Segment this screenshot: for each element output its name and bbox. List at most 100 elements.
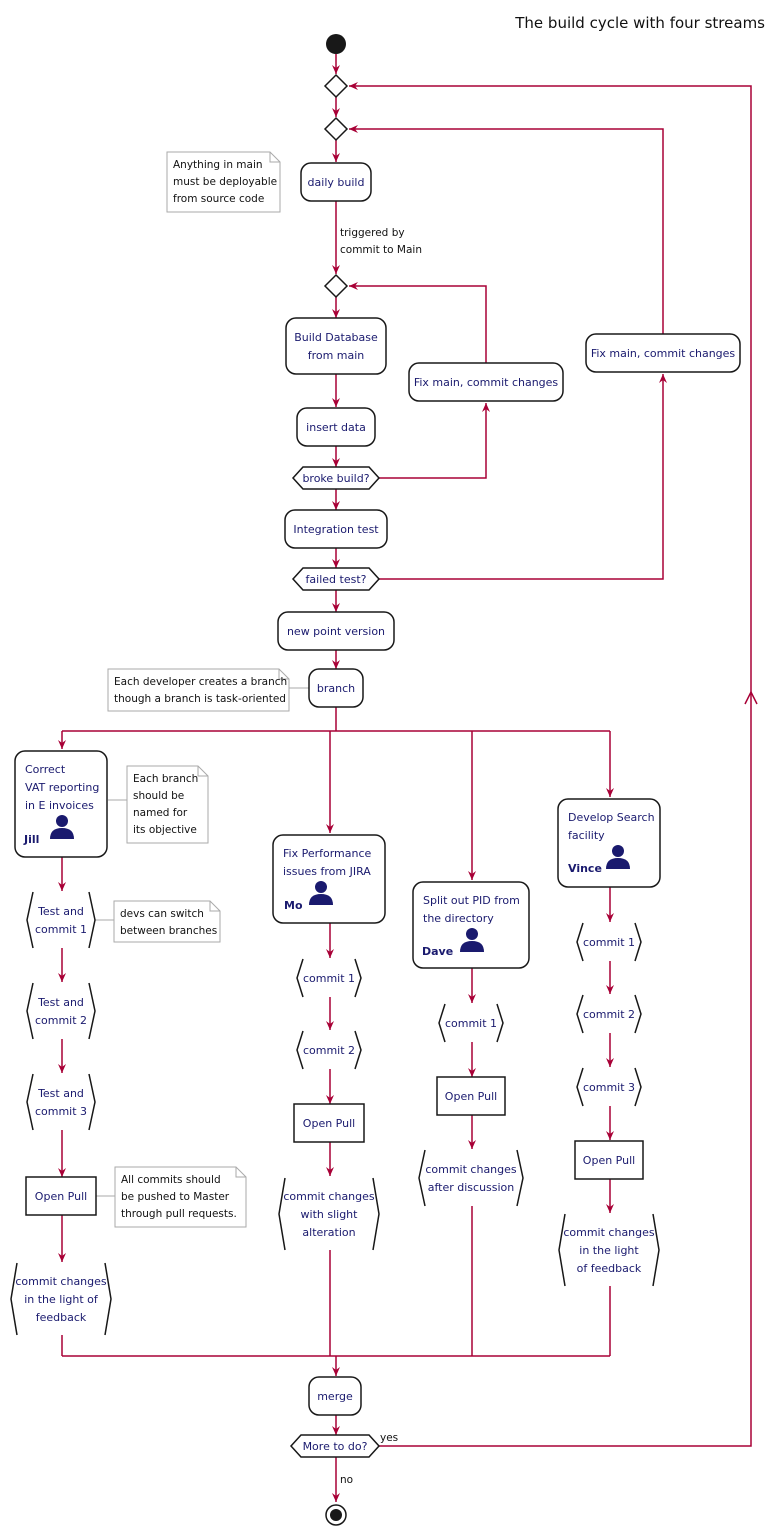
person-icon xyxy=(606,845,630,869)
flow-edge xyxy=(349,125,664,334)
loop-direction-arrow xyxy=(744,690,758,705)
more-to-do-decision-text: More to do? xyxy=(303,1440,368,1453)
mo-step-2: commit 2 xyxy=(296,1030,362,1070)
daily-build-node-text: daily build xyxy=(308,176,365,189)
integration-test-node: Integration test xyxy=(284,509,388,549)
task-vince-owner: Vince xyxy=(568,862,602,875)
dave-step-1-text: commit 1 xyxy=(445,1017,497,1030)
mo-step-1: commit 1 xyxy=(296,958,362,998)
new-point-version-node-text: new point version xyxy=(287,625,385,638)
insert-data-node: insert data xyxy=(296,407,376,447)
broke-build-decision: broke build? xyxy=(291,466,381,490)
vince-step-3-text: commit 3 xyxy=(583,1081,635,1094)
merge-diamond-outer xyxy=(323,73,349,99)
jill-open-pull: Open Pull xyxy=(25,1176,97,1216)
more-to-do-decision: More to do? xyxy=(289,1434,381,1458)
fix-main-node-1-text: Fix main, commit changes xyxy=(414,376,559,389)
vince-step-1-text: commit 1 xyxy=(583,936,635,949)
insert-data-node-text: insert data xyxy=(306,421,366,434)
flow-edge xyxy=(379,403,490,479)
failed-test-decision: failed test? xyxy=(291,567,381,591)
merge-diamond-inner xyxy=(323,273,349,299)
merge-node: merge xyxy=(308,1376,362,1416)
flow-edge xyxy=(349,282,487,363)
new-point-version-node: new point version xyxy=(277,611,395,651)
integration-test-node-text: Integration test xyxy=(293,523,379,536)
person-icon xyxy=(460,928,484,952)
task-jill-owner: Jill xyxy=(23,833,39,846)
broke-build-decision-text: broke build? xyxy=(302,472,369,485)
start-node xyxy=(326,34,346,54)
merge-node-text: merge xyxy=(317,1390,353,1403)
yes-label: yes xyxy=(380,1432,398,1444)
mo-step-1-text: commit 1 xyxy=(303,972,355,985)
person-icon xyxy=(309,881,333,905)
vince-step-1: commit 1 xyxy=(576,922,642,962)
branch-node: branch xyxy=(308,668,364,708)
vince-step-2: commit 2 xyxy=(576,994,642,1034)
vince-open-pull-text: Open Pull xyxy=(583,1154,635,1167)
task-dave-owner: Dave xyxy=(422,945,453,958)
vince-open-pull: Open Pull xyxy=(574,1140,644,1180)
vince-step-3: commit 3 xyxy=(576,1067,642,1107)
person-icon xyxy=(50,815,74,839)
loop-back-edge xyxy=(349,82,752,1447)
mo-open-pull-text: Open Pull xyxy=(303,1117,355,1130)
dave-open-pull-text: Open Pull xyxy=(445,1090,497,1103)
vince-step-2-text: commit 2 xyxy=(583,1008,635,1021)
dave-step-1: commit 1 xyxy=(438,1003,504,1043)
fix-main-node-2-text: Fix main, commit changes xyxy=(591,347,736,360)
mo-open-pull: Open Pull xyxy=(293,1103,365,1143)
fix-main-node-1: Fix main, commit changes xyxy=(408,362,564,402)
task-mo-owner: Mo xyxy=(284,899,303,912)
no-label: no xyxy=(340,1474,353,1486)
daily-build-node: daily build xyxy=(300,162,372,202)
mo-step-2-text: commit 2 xyxy=(303,1044,355,1057)
fix-main-node-2: Fix main, commit changes xyxy=(585,333,741,373)
diagram-title: The build cycle with four streams xyxy=(514,14,765,32)
branch-node-text: branch xyxy=(317,682,355,695)
jill-open-pull-text: Open Pull xyxy=(35,1190,87,1203)
merge-diamond-mid xyxy=(323,116,349,142)
dave-open-pull: Open Pull xyxy=(436,1076,506,1116)
flow-edge xyxy=(379,374,667,580)
end-node-core xyxy=(330,1509,342,1521)
failed-test-decision-text: failed test? xyxy=(306,573,367,586)
